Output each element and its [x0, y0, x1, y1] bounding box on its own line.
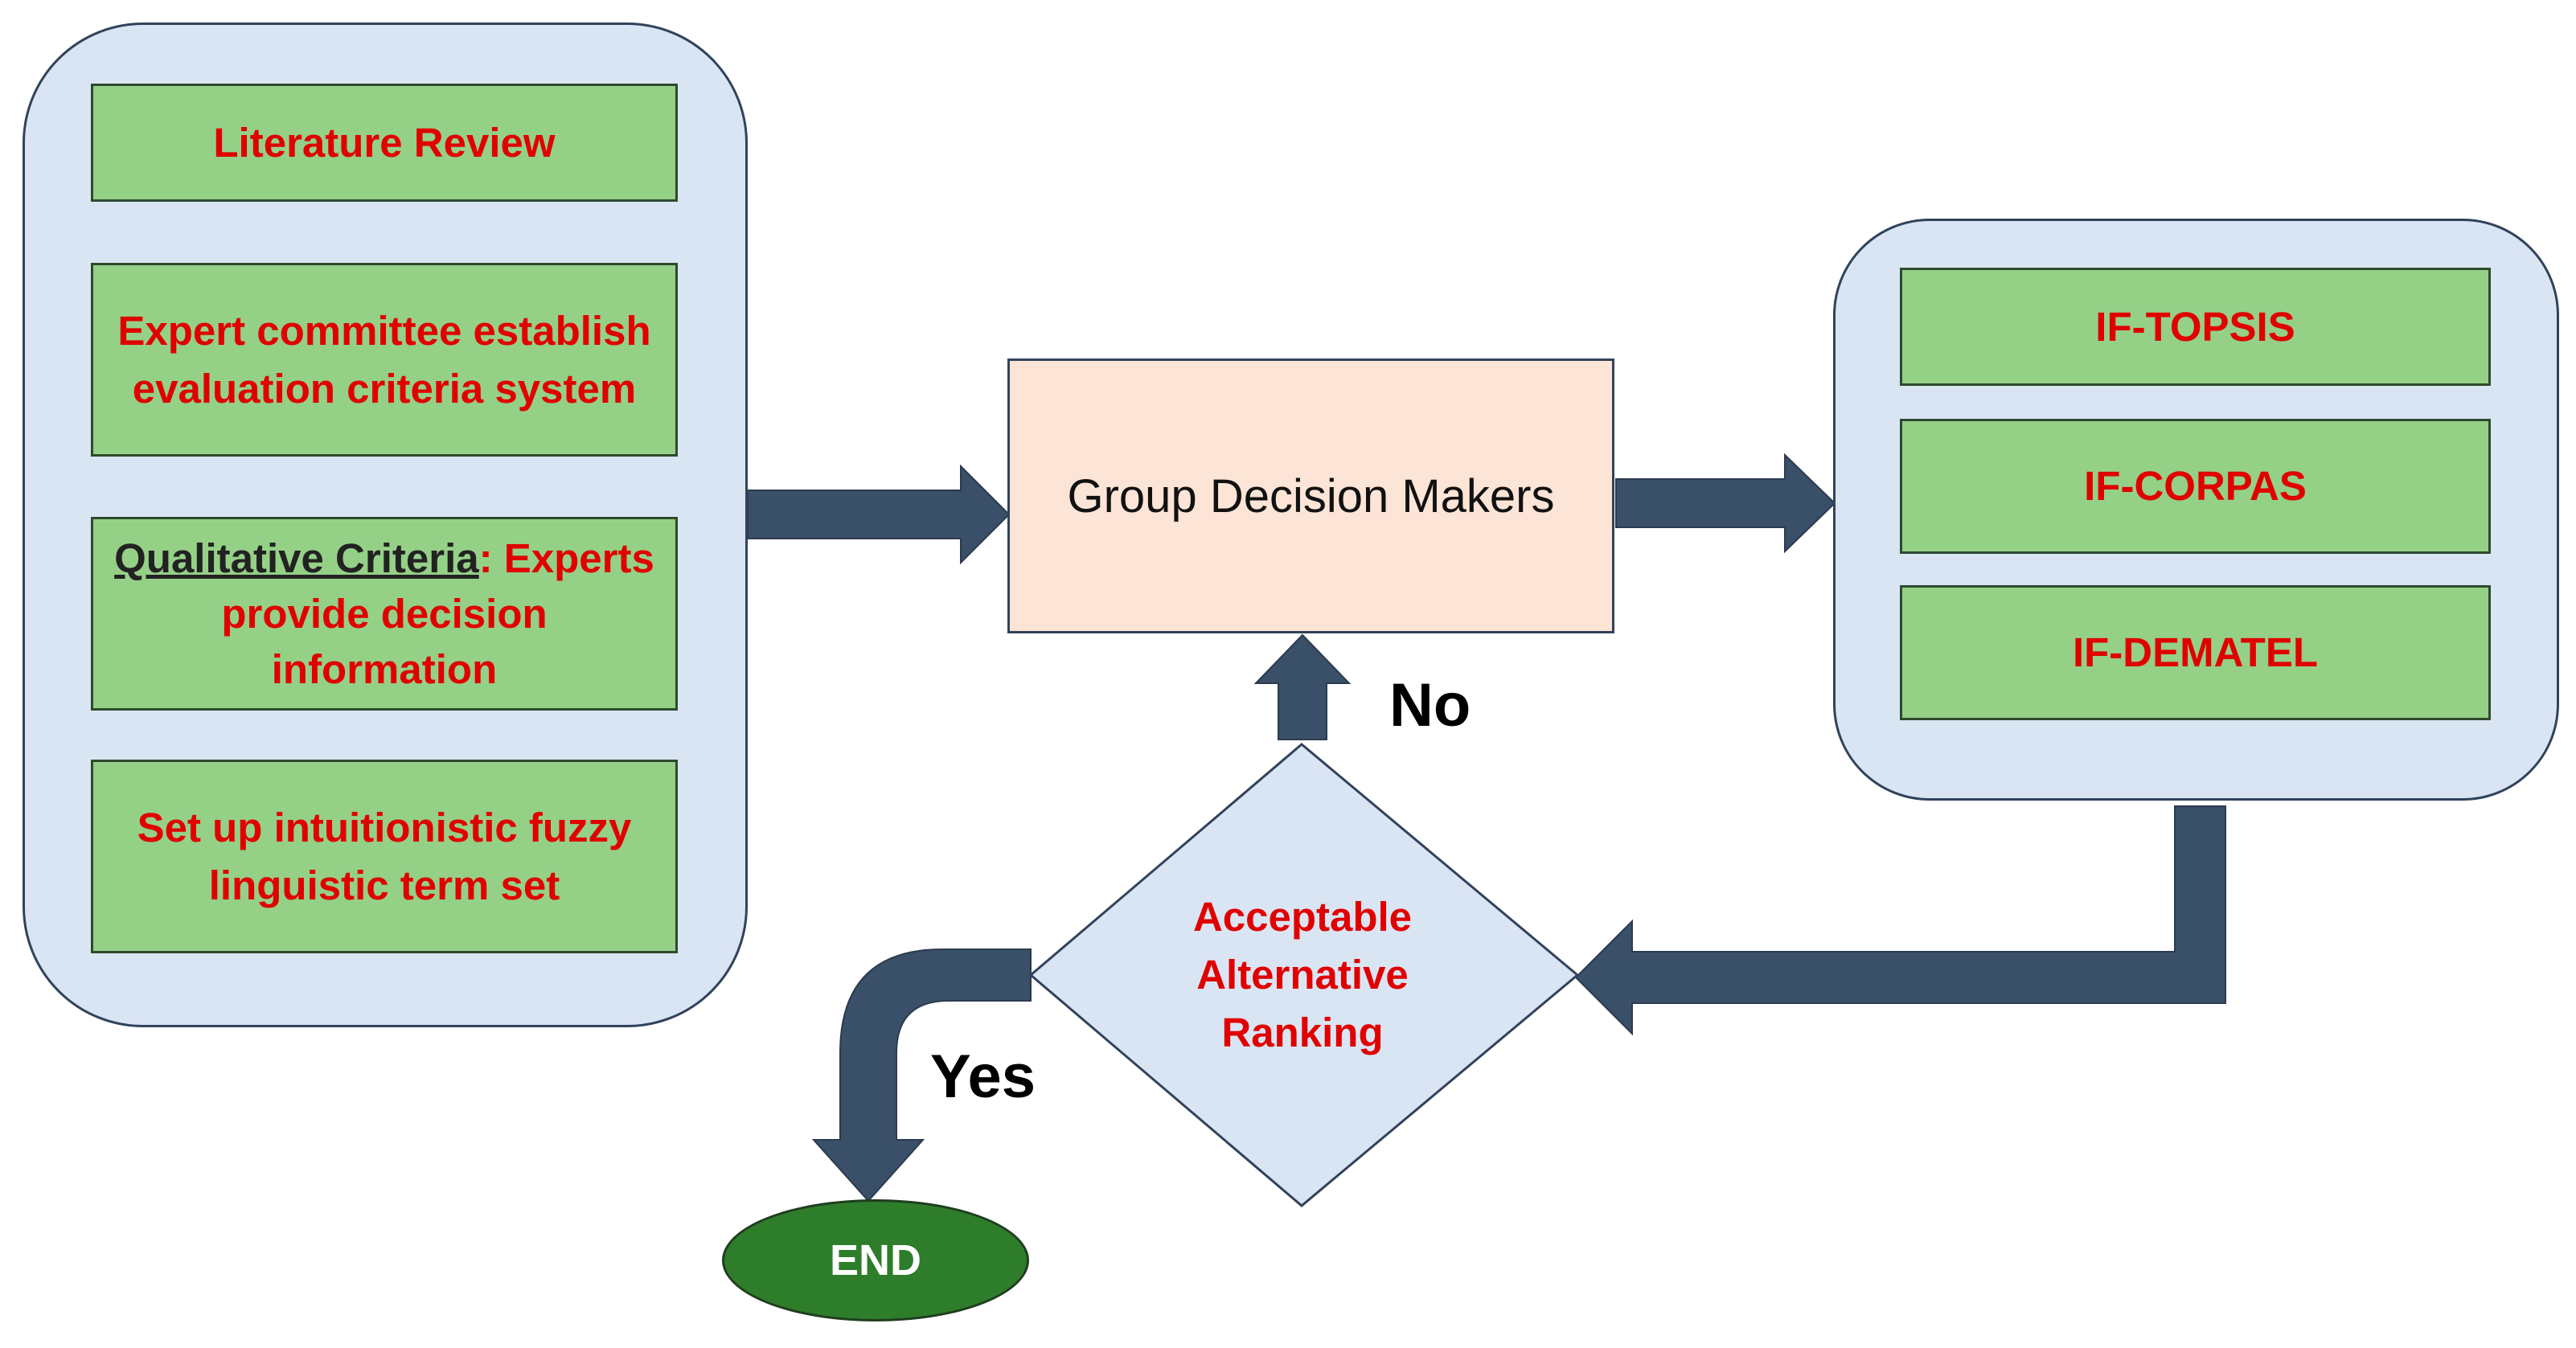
fuzzy-line1: Set up intuitionistic fuzzy	[137, 804, 632, 850]
arrow-no-to-gdm	[1253, 633, 1352, 740]
method-label-corpas: IF-CORPAS	[2084, 463, 2307, 509]
method-box-dematel: IF-DEMATEL	[1900, 585, 2491, 720]
expert-committee-box: Expert committee establish evaluation cr…	[91, 263, 678, 457]
qualitative-line3: information	[271, 646, 498, 692]
method-label-topsis: IF-TOPSIS	[2095, 303, 2295, 350]
decision-line2: Alternative	[1196, 952, 1409, 998]
yes-label: Yes	[930, 1043, 1036, 1111]
expert-committee-line2: evaluation criteria system	[132, 365, 637, 412]
arrow-methods-to-decision	[1574, 805, 2226, 1036]
literature-review-box: Literature Review	[91, 84, 678, 202]
decision-label: Acceptable Alternative Ranking	[1110, 884, 1495, 1066]
qualitative-line1: Qualitative Criteria: Experts	[114, 531, 654, 586]
decision-line1: Acceptable	[1192, 894, 1413, 940]
qualitative-criteria-box: Qualitative Criteria: Experts provide de…	[91, 517, 678, 711]
qualitative-line2: provide decision	[221, 591, 548, 637]
group-decision-makers-box: Group Decision Makers	[1007, 359, 1614, 633]
no-label: No	[1389, 671, 1471, 740]
arrow-gdm-to-methods	[1615, 453, 1836, 554]
arrow-yes-to-end	[811, 949, 1032, 1203]
method-box-corpas: IF-CORPAS	[1900, 419, 2491, 554]
qualitative-criteria-term: Qualitative Criteria	[114, 535, 479, 581]
expert-committee-line1: Expert committee establish	[117, 307, 651, 354]
method-box-topsis: IF-TOPSIS	[1900, 268, 2491, 386]
end-terminal: END	[722, 1199, 1029, 1321]
decision-diamond	[1028, 743, 1580, 1207]
literature-review-label: Literature Review	[213, 119, 556, 166]
decision-line3: Ranking	[1221, 1010, 1384, 1055]
group-decision-makers-label: Group Decision Makers	[1067, 469, 1555, 522]
fuzzy-line2: linguistic term set	[208, 862, 560, 908]
method-label-dematel: IF-DEMATEL	[2072, 629, 2318, 675]
end-label: END	[829, 1236, 921, 1284]
fuzzy-term-set-box: Set up intuitionistic fuzzy linguistic t…	[91, 760, 678, 953]
arrow-left-to-gdm	[747, 464, 1011, 565]
qualitative-experts-text: : Experts	[478, 535, 654, 581]
